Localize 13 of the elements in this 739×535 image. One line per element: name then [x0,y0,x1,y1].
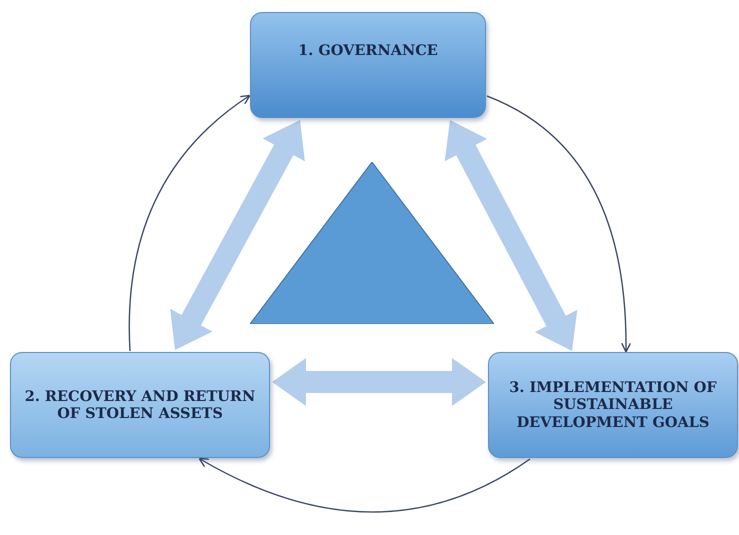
process-box [488,352,738,458]
curved-arrow [128,94,250,352]
double-block-arrow [272,358,486,406]
box-label: 3. IMPLEMENTATION OF SUSTAINABLE DEVELOPMENT GOALS [508,378,718,432]
curved-arrow [198,458,530,513]
process-box [10,352,270,458]
box-label: 1. GOVERNANCE [298,42,438,60]
double-block-arrow [444,120,578,351]
process-box [250,12,486,118]
triangle-shape [250,162,494,324]
double-block-arrow [170,120,305,350]
box-label: 2. RECOVERY AND RETURN OF STOLEN ASSETS [24,388,256,422]
curved-arrow [486,95,631,353]
